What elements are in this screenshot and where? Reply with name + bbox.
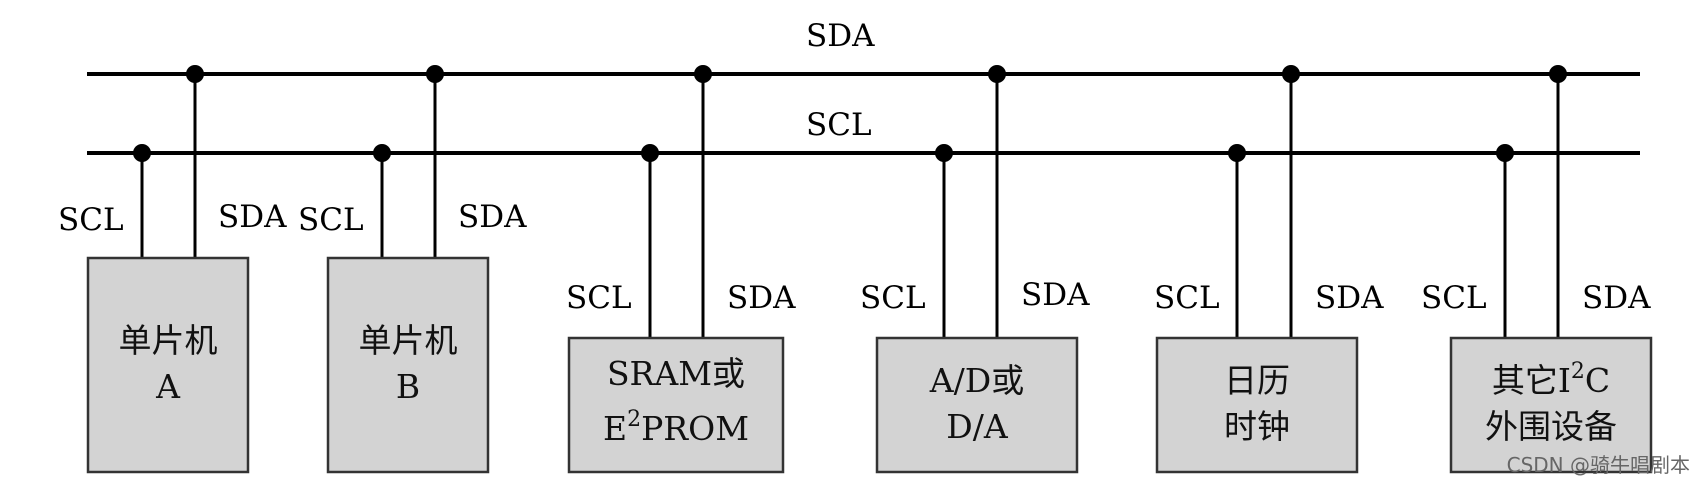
scl-junction-dot	[641, 144, 659, 162]
scl-junction-dot	[373, 144, 391, 162]
scl-pin-label: SCL	[860, 280, 926, 316]
sda-pin-label: SDA	[458, 199, 527, 235]
sda-pin-label: SDA	[1582, 280, 1651, 316]
device-name-line1: 单片机	[119, 321, 218, 360]
device-box	[1449, 336, 1653, 474]
device-mcu-b: SCL SDA 单片机 B	[298, 65, 527, 474]
device-name-line1: 其它I2C	[1492, 359, 1610, 400]
scl-junction-dot	[1228, 144, 1246, 162]
device-box	[567, 336, 785, 474]
device-name-line1: SRAM或	[607, 354, 745, 393]
sda-junction-dot	[694, 65, 712, 83]
device-name-line2: D/A	[946, 407, 1009, 446]
device-adc-dac: SCL SDA A/D或 D/A	[860, 65, 1090, 474]
device-box	[875, 336, 1079, 474]
device-name-line2: 时钟	[1224, 407, 1290, 446]
scl-bus-label: SCL	[806, 107, 872, 143]
scl-pin-label: SCL	[298, 202, 364, 238]
sda-junction-dot	[426, 65, 444, 83]
device-name-line2: E2PROM	[603, 407, 749, 448]
sda-junction-dot	[1549, 65, 1567, 83]
sda-pin-label: SDA	[218, 199, 287, 235]
sda-pin-label: SDA	[727, 280, 796, 316]
device-name-line2: 外围设备	[1485, 407, 1617, 446]
device-mcu-a: SCL SDA 单片机 A	[58, 65, 287, 474]
sda-junction-dot	[186, 65, 204, 83]
sda-junction-dot	[1282, 65, 1300, 83]
scl-pin-label: SCL	[1421, 280, 1487, 316]
device-name-line1: 日历	[1224, 361, 1290, 400]
device-calendar-clock: SCL SDA 日历 时钟	[1154, 65, 1384, 474]
device-box	[1155, 336, 1359, 474]
device-other-i2c-peripheral: SCL SDA 其它I2C 外围设备	[1421, 65, 1653, 474]
scl-pin-label: SCL	[1154, 280, 1220, 316]
device-name-line1: 单片机	[359, 321, 458, 360]
sda-junction-dot	[988, 65, 1006, 83]
scl-junction-dot	[935, 144, 953, 162]
scl-pin-label: SCL	[58, 202, 124, 238]
scl-junction-dot	[133, 144, 151, 162]
scl-junction-dot	[1496, 144, 1514, 162]
sda-bus-label: SDA	[806, 18, 875, 54]
watermark-text: CSDN @骑牛唱剧本	[1507, 453, 1690, 477]
device-sram-eeprom: SCL SDA SRAM或 E2PROM	[566, 65, 796, 474]
device-box	[86, 256, 250, 474]
device-box	[326, 256, 490, 474]
scl-pin-label: SCL	[566, 280, 632, 316]
sda-pin-label: SDA	[1021, 277, 1090, 313]
sda-pin-label: SDA	[1315, 280, 1384, 316]
device-name-line1: A/D或	[929, 361, 1024, 400]
device-name-line2: A	[155, 367, 181, 406]
device-name-line2: B	[396, 367, 420, 406]
